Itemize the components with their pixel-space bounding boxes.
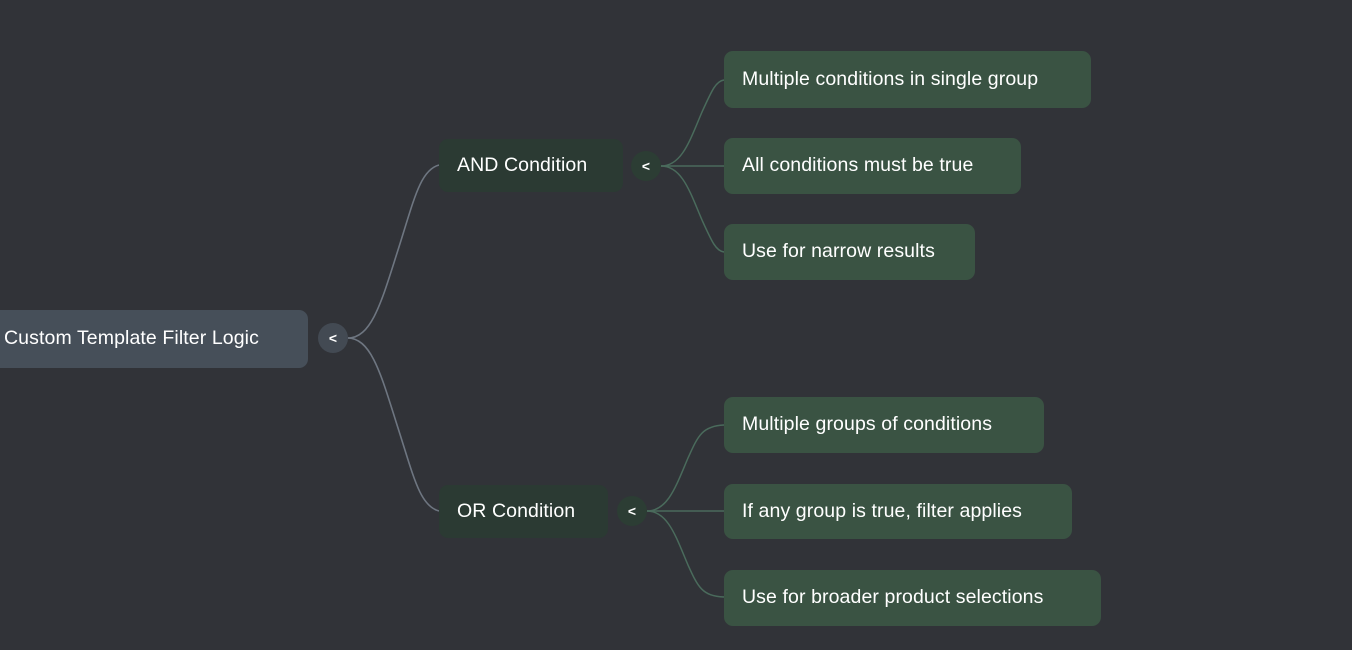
node-branch-and-condition-label: AND Condition bbox=[457, 153, 588, 176]
node-leaf-multiple-groups-of-conditions[interactable]: Multiple groups of conditions bbox=[724, 397, 1044, 453]
edge-root-to-and-condition bbox=[347, 164, 440, 339]
edge-or-to-broader-selections bbox=[646, 510, 725, 598]
node-leaf-label: Use for narrow results bbox=[742, 240, 935, 263]
node-leaf-label: Multiple groups of conditions bbox=[742, 413, 993, 436]
edge-and-to-narrow-results bbox=[660, 165, 725, 253]
node-leaf-use-for-broader-product-selections[interactable]: Use for broader product selections bbox=[724, 570, 1101, 626]
node-leaf-label: All conditions must be true bbox=[742, 154, 974, 177]
collapse-toggle-root[interactable]: < bbox=[318, 323, 348, 353]
node-leaf-label: Multiple conditions in single group bbox=[742, 67, 1039, 90]
node-root-label: Custom Template Filter Logic bbox=[4, 327, 259, 350]
chevron-left-icon: < bbox=[328, 330, 338, 346]
node-leaf-label: If any group is true, filter applies bbox=[742, 499, 1022, 522]
edge-or-to-multiple-groups bbox=[646, 424, 725, 512]
node-leaf-if-any-group-is-true-filter-applies[interactable]: If any group is true, filter applies bbox=[724, 484, 1072, 539]
node-leaf-label: Use for broader product selections bbox=[742, 586, 1044, 609]
chevron-left-icon: < bbox=[627, 503, 637, 519]
edge-root-to-or-condition bbox=[347, 337, 440, 512]
edge-and-to-multiple-conditions bbox=[660, 79, 725, 167]
node-leaf-use-for-narrow-results[interactable]: Use for narrow results bbox=[724, 224, 975, 280]
collapse-toggle-or-condition[interactable]: < bbox=[617, 496, 647, 526]
node-branch-and-condition[interactable]: AND Condition bbox=[439, 139, 623, 192]
node-leaf-all-conditions-must-be-true[interactable]: All conditions must be true bbox=[724, 138, 1021, 194]
node-branch-or-condition[interactable]: OR Condition bbox=[439, 485, 608, 538]
node-branch-or-condition-label: OR Condition bbox=[457, 499, 576, 522]
chevron-left-icon: < bbox=[641, 158, 651, 174]
node-root[interactable]: Custom Template Filter Logic bbox=[0, 310, 308, 368]
node-leaf-multiple-conditions-in-single-group[interactable]: Multiple conditions in single group bbox=[724, 51, 1091, 108]
collapse-toggle-and-condition[interactable]: < bbox=[631, 151, 661, 181]
